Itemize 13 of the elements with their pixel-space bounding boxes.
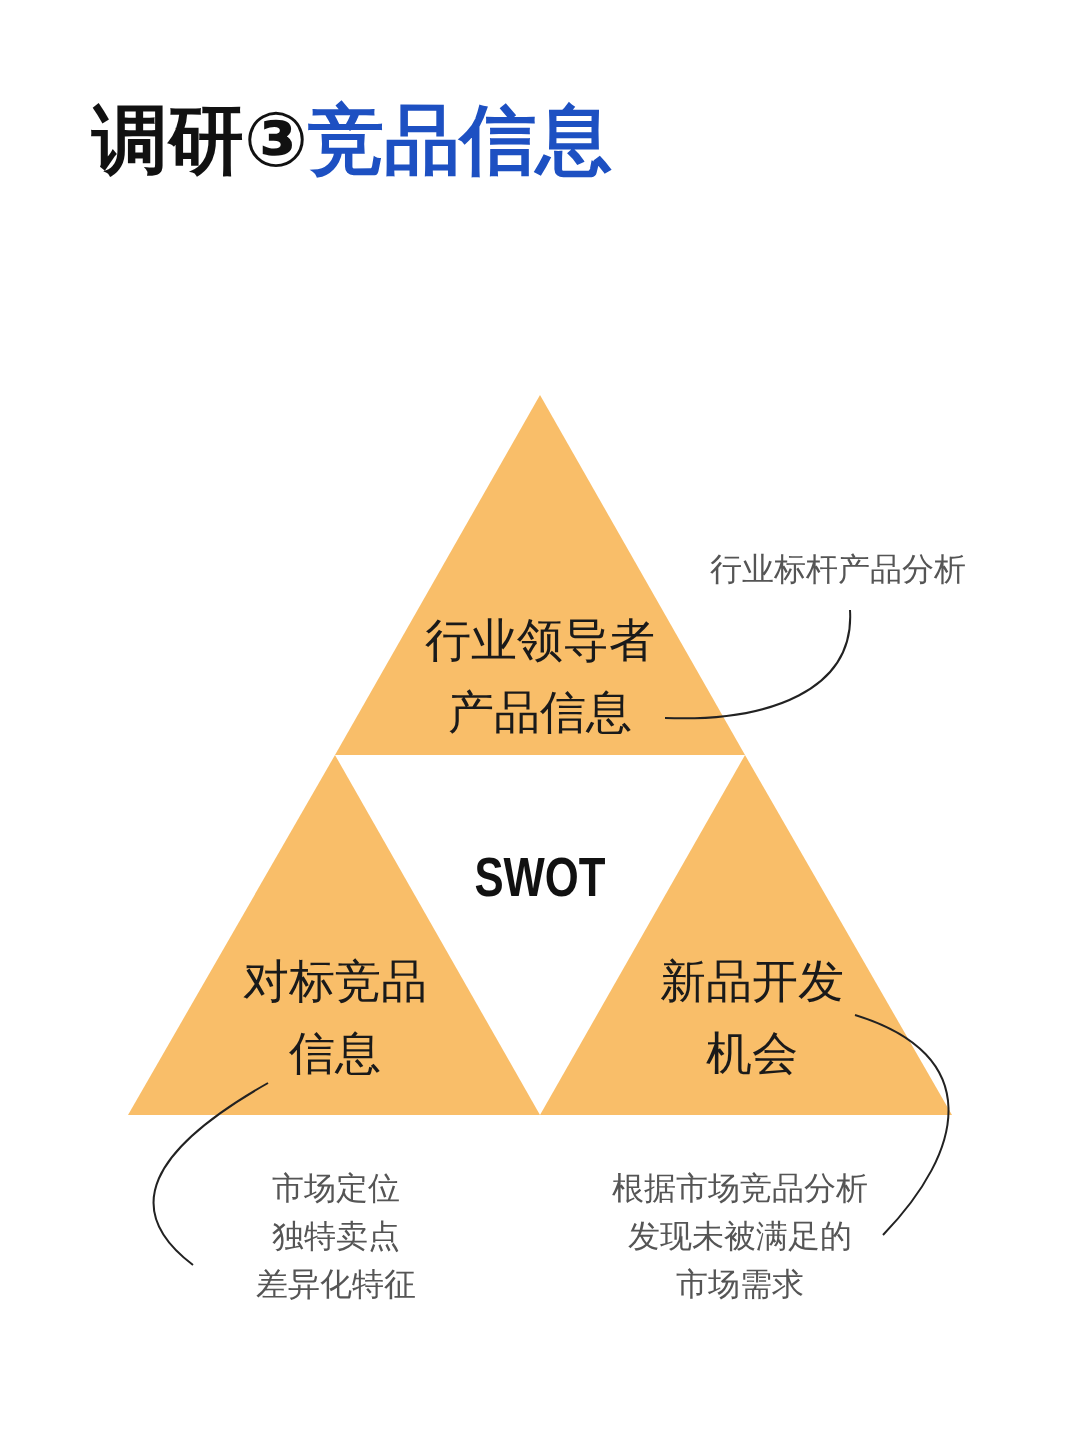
leader-line: [854, 1014, 950, 1236]
annotation-text: 差异化特征: [255, 1264, 417, 1305]
annotation-text: 市场定位: [271, 1168, 401, 1209]
title: 调研③竞品信息: [92, 94, 613, 186]
leader-line: [152, 1082, 269, 1266]
leader-line: [664, 609, 851, 720]
segment-label: 对标竞品信息: [243, 953, 427, 1082]
segment-label: 行业领导者产品信息: [425, 612, 655, 741]
annotation-text: 行业标杆产品分析: [710, 549, 967, 590]
segment-label: 新品开发机会: [660, 953, 844, 1082]
annotation-text: 独特卖点: [271, 1216, 401, 1257]
annotation-text: 根据市场竞品分析发现未被满足的市场需求: [611, 1168, 869, 1305]
center-label: SWOT: [474, 845, 606, 909]
